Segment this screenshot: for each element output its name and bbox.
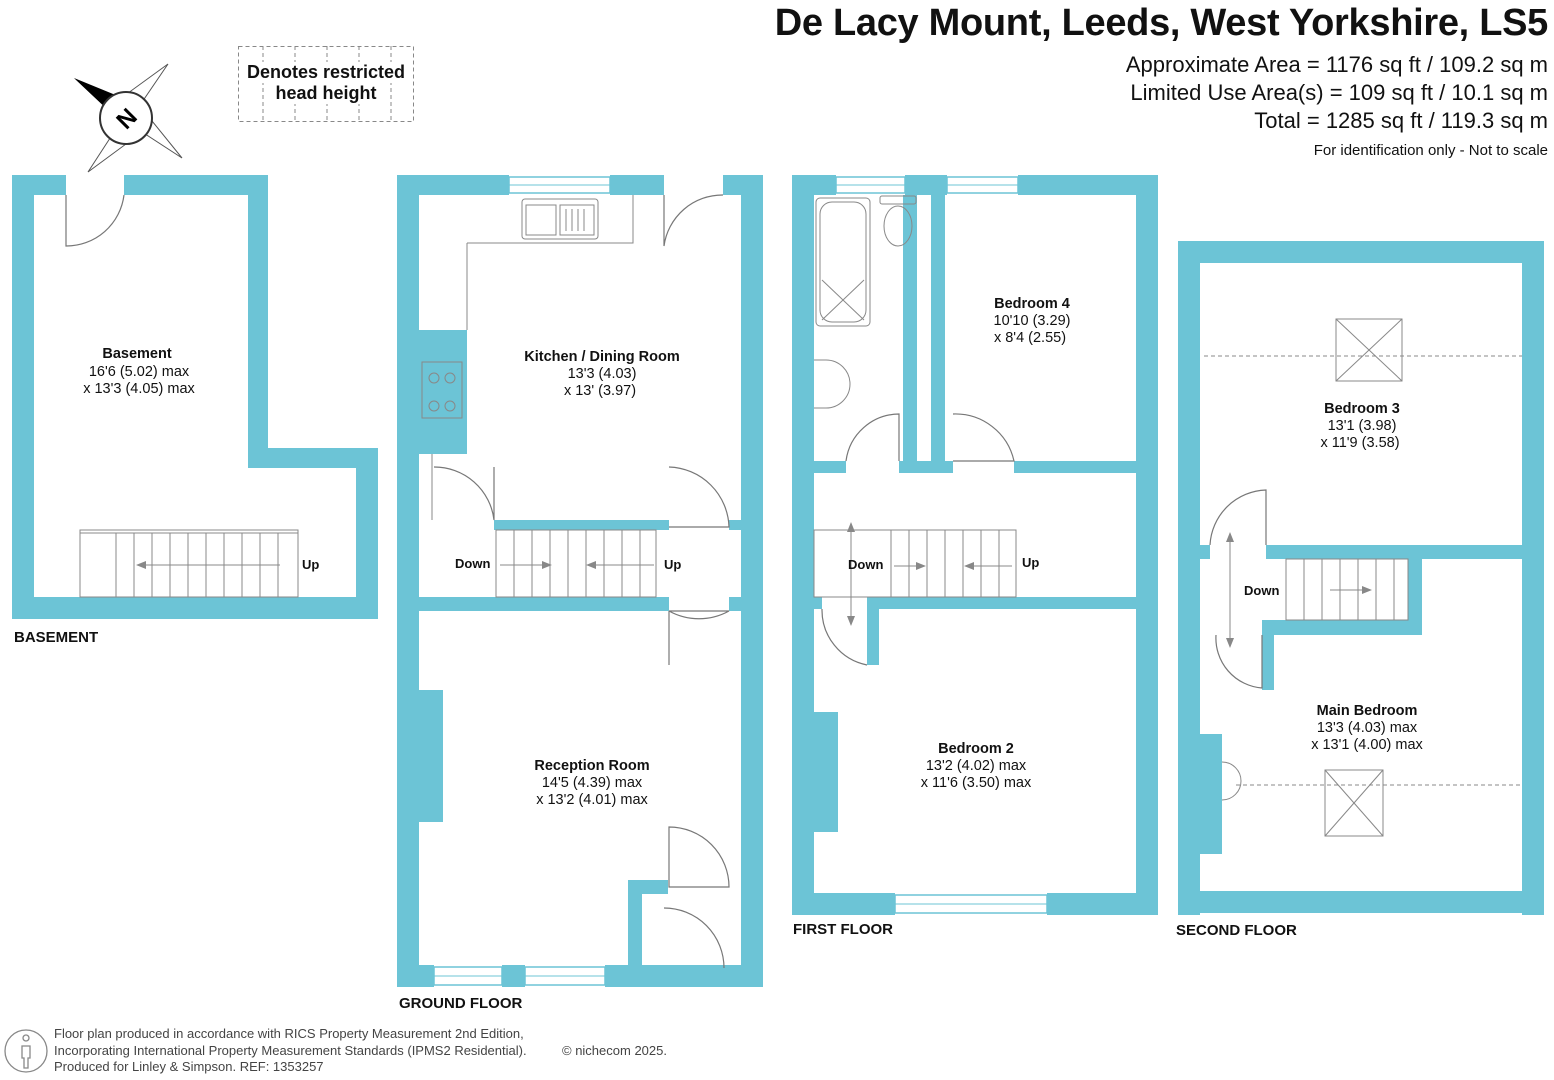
restricted-head-height-label: Denotes restricted head height — [238, 62, 414, 104]
room-dim-main-bedroom-1: 13'3 (4.03) max — [1316, 720, 1418, 736]
scale-note: For identification only - Not to scale — [1313, 142, 1548, 159]
approximate-area: Approximate Area = 1176 sq ft / 109.2 sq… — [1125, 52, 1548, 77]
legend-line-2: head height — [275, 83, 377, 104]
room-dim-reception-1: 14'5 (4.39) max — [541, 775, 643, 791]
room-name-reception: Reception Room — [534, 758, 650, 774]
floor-label-first: FIRST FLOOR — [793, 921, 893, 938]
person-icon — [4, 1029, 48, 1073]
stair-arrows — [136, 522, 1372, 648]
windows — [433, 176, 1048, 986]
footer-line-2: Incorporating International Property Mea… — [54, 1042, 527, 1058]
restricted-height-lines — [1204, 355, 1522, 786]
ground-stair-down: Down — [455, 556, 491, 571]
second-stair-down: Down — [1244, 583, 1280, 598]
first-stair-down: Down — [848, 557, 884, 572]
room-name-bedroom-2: Bedroom 2 — [938, 741, 1014, 757]
ground-stair-up: Up — [664, 557, 682, 572]
room-dim-bedroom-2-1: 13'2 (4.02) max — [925, 758, 1027, 774]
room-dim-bedroom-2-2: x 11'6 (3.50) max — [920, 775, 1032, 791]
kitchen-fixtures — [421, 195, 634, 520]
footer-copyright: © nichecom 2025. — [562, 1043, 667, 1058]
room-name-kitchen: Kitchen / Dining Room — [524, 349, 680, 365]
room-name-bedroom-3: Bedroom 3 — [1324, 401, 1400, 417]
room-name-main-bedroom: Main Bedroom — [1316, 703, 1418, 719]
floor-label-second: SECOND FLOOR — [1176, 922, 1297, 939]
basement-stair-up: Up — [302, 557, 320, 572]
room-dim-bedroom-4-1: 10'10 (3.29) — [993, 313, 1071, 329]
footer-line-3: Produced for Linley & Simpson. REF: 1353… — [54, 1059, 324, 1074]
room-name-basement: Basement — [102, 346, 172, 362]
first-stair-up: Up — [1022, 555, 1040, 570]
door-swings — [65, 194, 1267, 969]
compass-icon — [74, 63, 183, 173]
limited-use-area: Limited Use Area(s) = 109 sq ft / 10.1 s… — [1130, 80, 1548, 105]
room-name-bedroom-4: Bedroom 4 — [994, 296, 1070, 312]
floor-label-basement: BASEMENT — [14, 629, 99, 646]
room-dim-bedroom-4-2: x 8'4 (2.55) — [993, 330, 1067, 346]
room-dim-basement-1: 16'6 (5.02) max — [88, 364, 190, 380]
room-dim-bedroom-3-1: 13'1 (3.98) — [1327, 418, 1397, 434]
legend-line-1: Denotes restricted — [246, 62, 406, 83]
bathroom-fixtures — [814, 195, 917, 409]
room-dim-basement-2: x 13'3 (4.05) max — [83, 381, 195, 397]
room-dim-reception-2: x 13'2 (4.01) max — [536, 792, 648, 808]
room-dim-kitchen-2: x 13' (3.97) — [563, 383, 637, 399]
floor-label-ground: GROUND FLOOR — [399, 995, 523, 1012]
total-area: Total = 1285 sq ft / 119.3 sq m — [1254, 108, 1548, 133]
footer-line-1: Floor plan produced in accordance with R… — [54, 1026, 524, 1041]
footer-text: Floor plan produced in accordance with R… — [54, 1026, 527, 1076]
window-lines — [434, 184, 1047, 977]
room-dim-kitchen-1: 13'3 (4.03) — [567, 366, 637, 382]
room-dim-bedroom-3-2: x 11'9 (3.58) — [1320, 435, 1400, 451]
skylights — [1221, 318, 1403, 837]
stairs — [79, 524, 1409, 645]
room-dim-main-bedroom-2: x 13'1 (4.00) max — [1311, 737, 1423, 753]
property-title: De Lacy Mount, Leeds, West Yorkshire, LS… — [774, 2, 1549, 44]
